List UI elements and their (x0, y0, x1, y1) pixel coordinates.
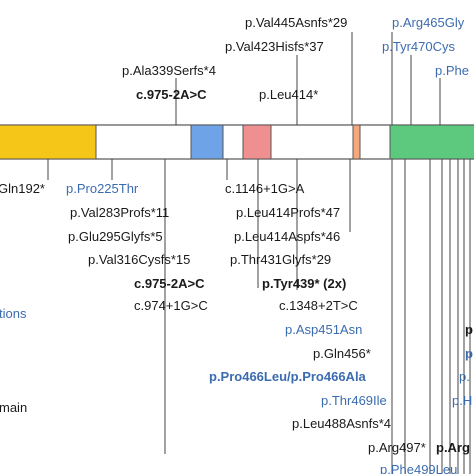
variant-label-recurrent: c.975-2A>C (136, 87, 207, 102)
variant-label-missense: p.Thr469Ile (321, 393, 387, 408)
variant-label: p.Ala339Serfs*4 (122, 63, 216, 78)
domain-orange (352, 124, 361, 160)
variant-label: Gln192* (0, 181, 45, 196)
variant-label-missense-recurrent: p (465, 346, 473, 361)
variant-label: p.Val283Profs*11 (70, 205, 170, 220)
connector-lines-below (47, 159, 471, 474)
variant-label: p.Gln456* (313, 346, 371, 361)
variant-label: p.Glu295Glyfs*5 (68, 229, 163, 244)
legend-domain-label: main (0, 400, 28, 415)
domain-green (389, 124, 474, 160)
variant-label-missense: p.Arg465Gly (392, 15, 465, 30)
variant-label-missense: p. (459, 369, 470, 384)
variant-label-recurrent: p (465, 322, 473, 337)
connector-lines-above (175, 32, 441, 125)
variant-label: p.Leu414* (259, 87, 319, 102)
variant-label-missense: p.Pro225Thr (66, 181, 139, 196)
variant-label-recurrent: c.975-2A>C (134, 276, 205, 291)
variant-label: p.Leu488Asnfs*4 (292, 416, 392, 431)
variant-label-recurrent: p.Tyr439* (2x) (262, 276, 347, 291)
variant-label-missense: p.H (452, 393, 473, 408)
variant-label-missense: p.Phe499Leu (380, 462, 458, 474)
variant-label: p.Leu414Profs*47 (236, 205, 341, 220)
variant-label-missense: p.Phe (435, 63, 469, 78)
variant-label: p.Val316Cysfs*15 (88, 252, 191, 267)
variant-label: p.Val423Hisfs*37 (225, 39, 324, 54)
variant-label: c.974+1G>C (134, 298, 208, 313)
domain-pink (242, 124, 272, 160)
domain-blue (190, 124, 224, 160)
variant-label-missense: p.Asp451Asn (285, 322, 363, 337)
variant-label: p.Val445Asnfs*29 (245, 15, 348, 30)
variant-label: c.1348+2T>C (279, 298, 358, 313)
variant-label-missense-recurrent: p.Pro466Leu/p.Pro466Ala (209, 369, 366, 384)
variant-label: p.Thr431Glyfs*29 (230, 252, 332, 267)
variant-label: p.Arg497* (368, 440, 426, 455)
variant-label: c.1146+1G>A (225, 181, 305, 196)
variant-label-missense: p.Tyr470Cys (382, 39, 455, 54)
variant-label: p.Leu414Aspfs*46 (234, 229, 341, 244)
domain-yellow (0, 124, 97, 160)
variant-label-recurrent: p.Arg (436, 440, 470, 455)
legend-missense-label: tions (0, 306, 27, 321)
